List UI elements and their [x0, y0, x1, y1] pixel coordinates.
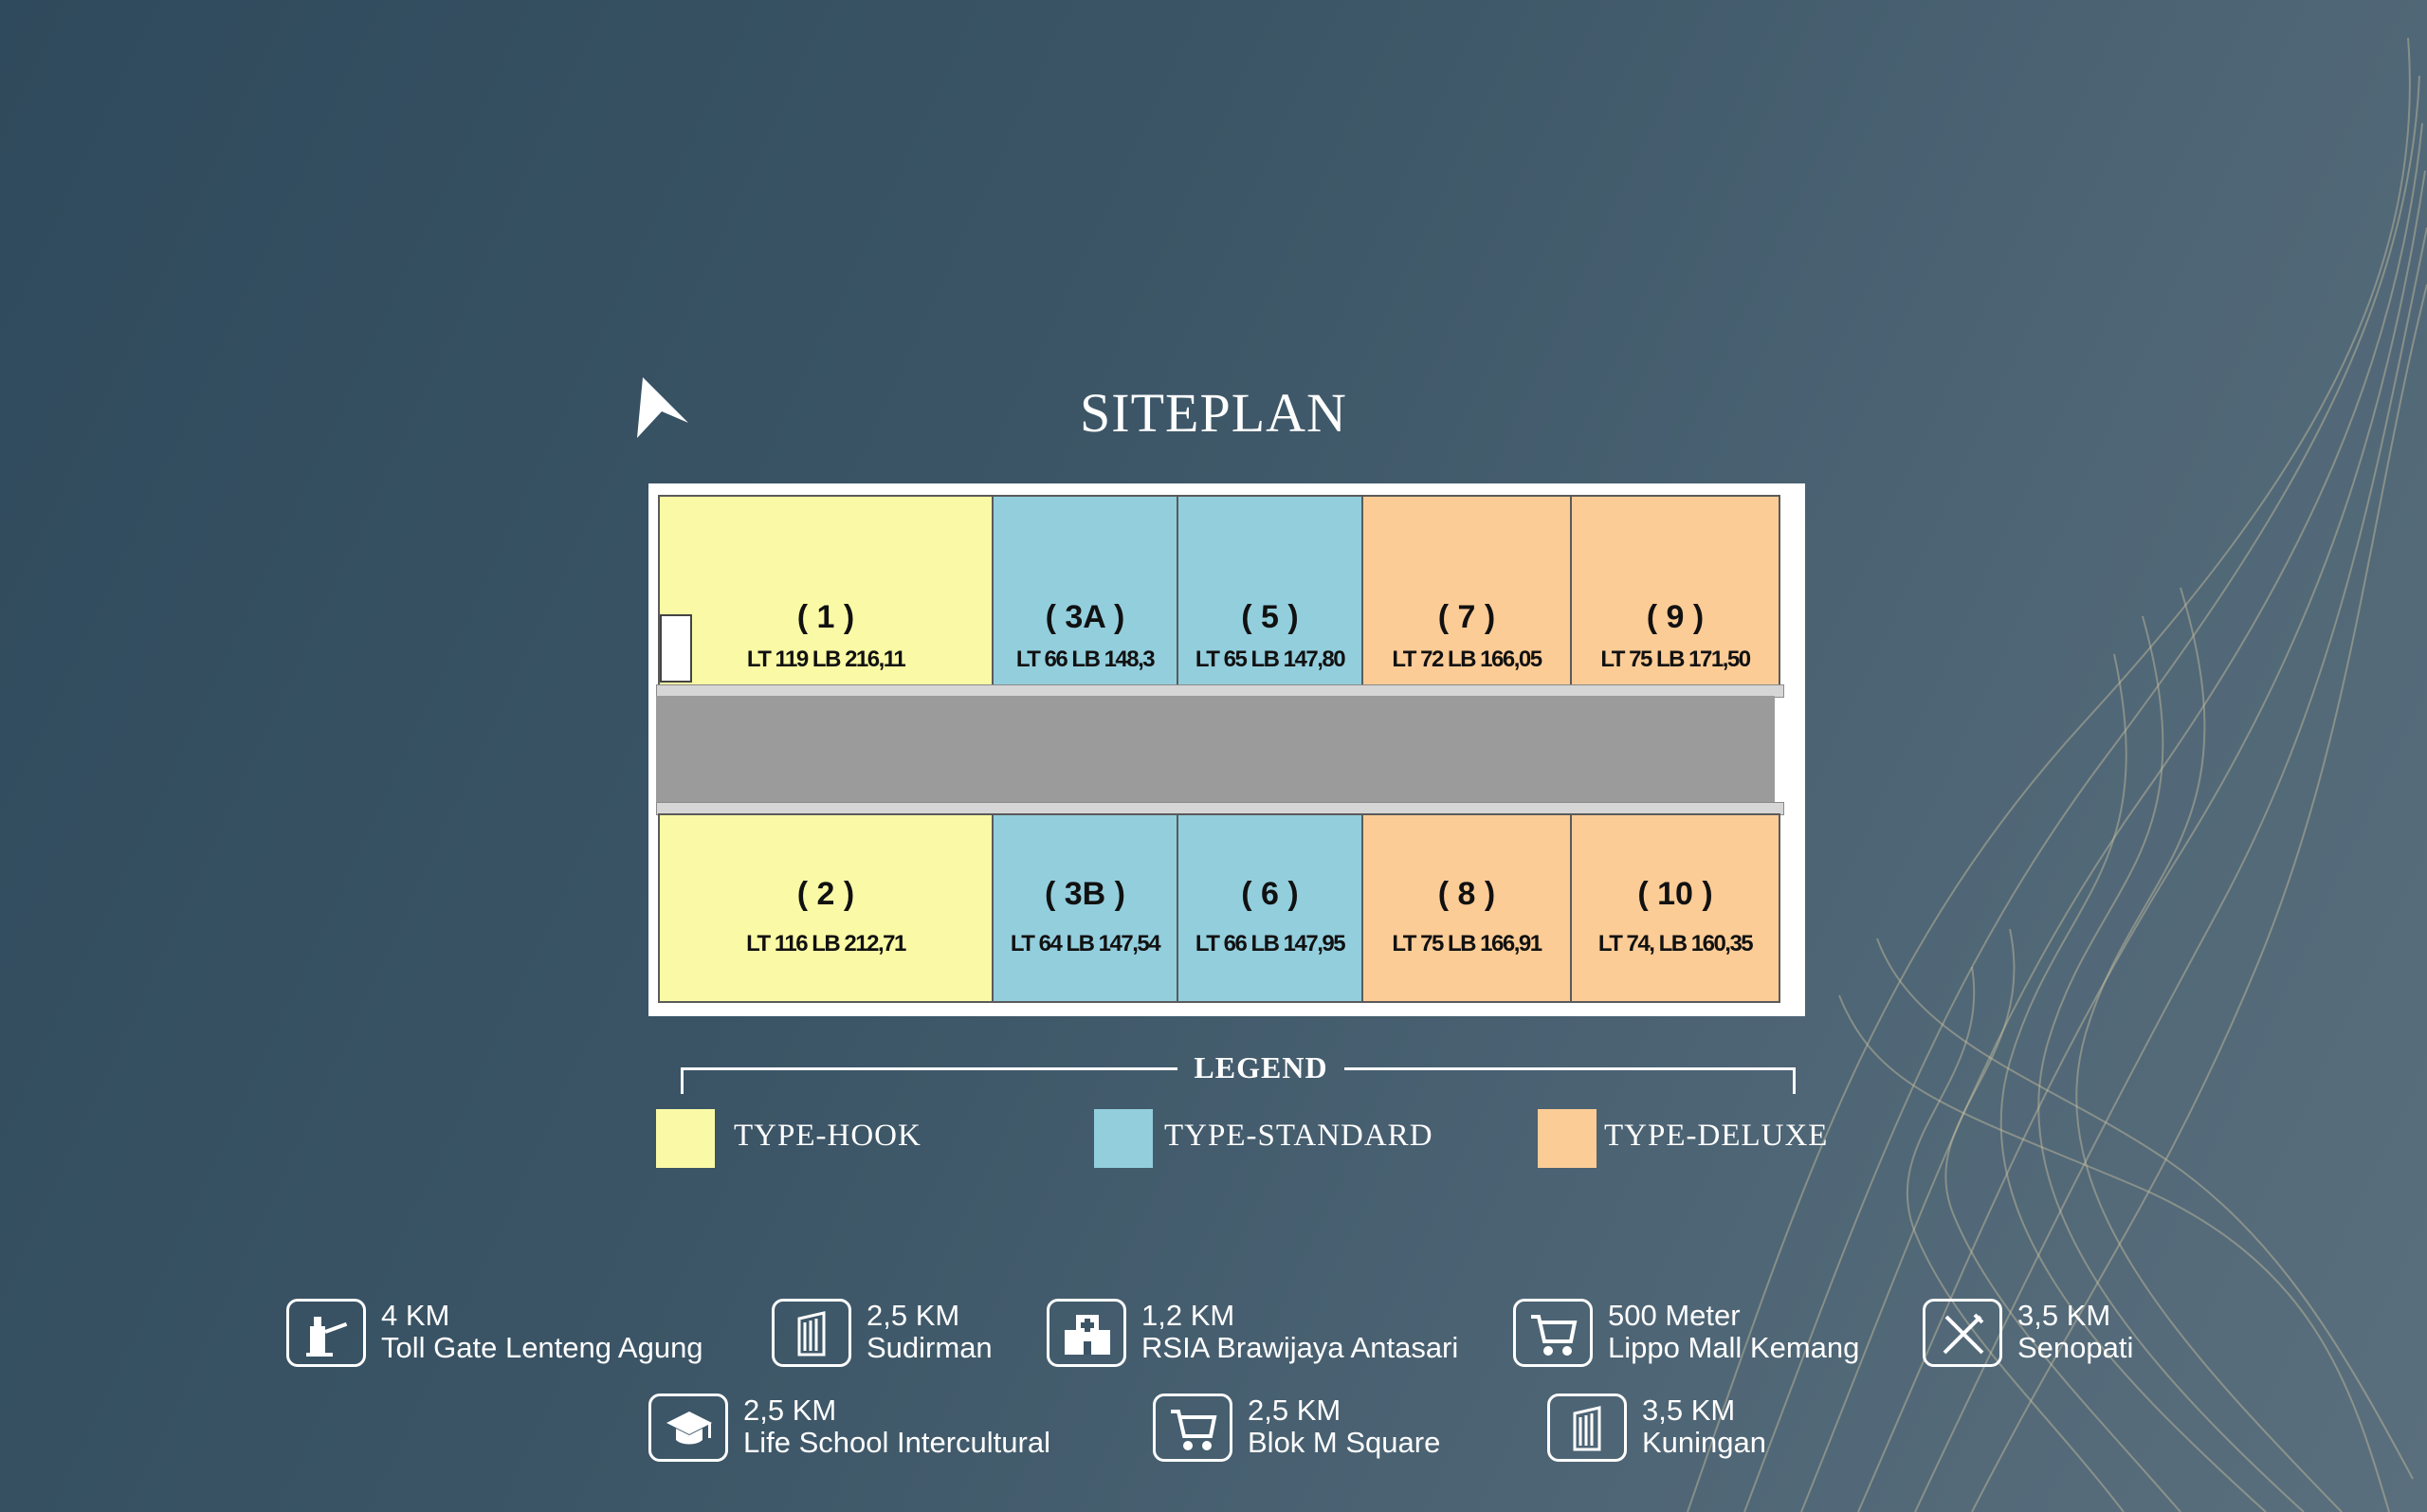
legend-title: LEGEND [1194, 1050, 1328, 1084]
lot-9[interactable]: ( 9 ) LT 75 LB 171,50 [1570, 495, 1780, 692]
lot-6[interactable]: ( 6 ) LT 66 LB 147,95 [1177, 813, 1363, 1003]
lot-5[interactable]: ( 5 ) LT 65 LB 147,80 [1177, 495, 1363, 692]
site-plan: ( 1 ) LT 119 LB 216,11 ( 3A ) LT 66 LB 1… [648, 483, 1805, 1016]
legend-bracket-right [1344, 1067, 1796, 1070]
lot-2[interactable]: ( 2 ) LT 116 LB 212,71 [658, 813, 994, 1003]
toll-gate-icon [286, 1299, 366, 1367]
lot-10[interactable]: ( 10 ) LT 74, LB 160,35 [1570, 813, 1780, 1003]
lot-7[interactable]: ( 7 ) LT 72 LB 166,05 [1361, 495, 1572, 692]
shopping-cart-icon [1153, 1394, 1232, 1462]
building-icon [1547, 1394, 1627, 1462]
entrance-marker [660, 614, 692, 683]
lot-3b[interactable]: ( 3B ) LT 64 LB 147,54 [992, 813, 1178, 1003]
legend-label-hook: TYPE-HOOK [734, 1119, 922, 1153]
legend-swatch-hook [656, 1109, 715, 1168]
shopping-cart-icon [1513, 1299, 1593, 1367]
page-title: SITEPLAN [1080, 382, 1347, 444]
legend-bracket-left [681, 1067, 1177, 1070]
road [656, 696, 1775, 802]
north-arrow-icon: N [637, 377, 688, 438]
legend-bracket-tick [1793, 1067, 1796, 1094]
lot-3a[interactable]: ( 3A ) LT 66 LB 148,3 [992, 495, 1178, 692]
legend-swatch-standard [1094, 1109, 1153, 1168]
legend-swatch-deluxe [1538, 1109, 1597, 1168]
legend-bracket-tick [681, 1067, 684, 1094]
lot-8[interactable]: ( 8 ) LT 75 LB 166,91 [1361, 813, 1572, 1003]
lot-1[interactable]: ( 1 ) LT 119 LB 216,11 [658, 495, 994, 692]
svg-text:N: N [656, 416, 665, 429]
restaurant-icon [1923, 1299, 2002, 1367]
graduation-cap-icon [648, 1394, 728, 1462]
legend-label-standard: TYPE-STANDARD [1164, 1119, 1433, 1153]
legend-label-deluxe: TYPE-DELUXE [1604, 1119, 1829, 1153]
hospital-icon [1047, 1299, 1126, 1367]
building-icon [772, 1299, 851, 1367]
